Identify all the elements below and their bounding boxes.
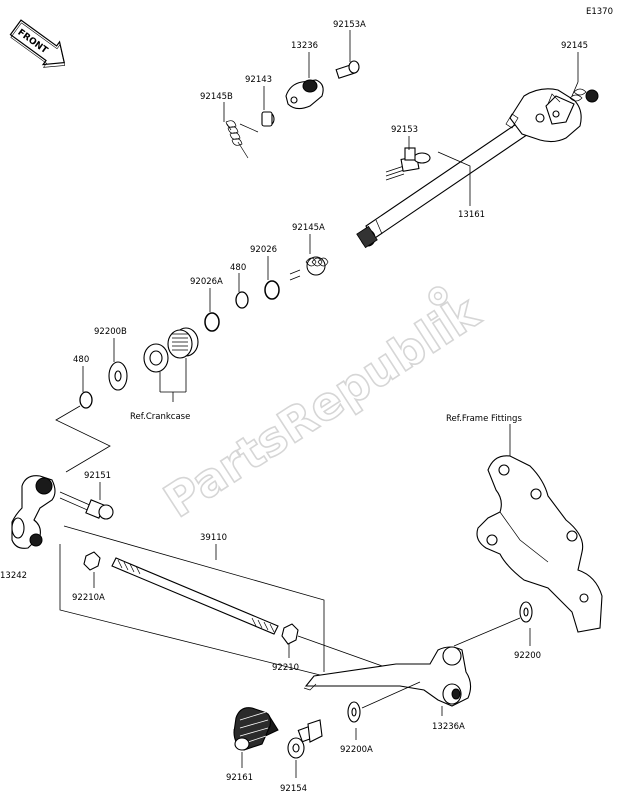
ref-crankcase: Ref.Crankcase bbox=[130, 412, 190, 422]
label-92151: 92151 bbox=[84, 471, 111, 481]
label-92153: 92153 bbox=[391, 125, 418, 135]
nut-92210 bbox=[281, 623, 299, 645]
shift-shaft-13161 bbox=[356, 111, 541, 249]
label-92210: 92210 bbox=[272, 663, 299, 673]
label-92143: 92143 bbox=[245, 75, 272, 85]
oil-seal bbox=[143, 343, 169, 373]
label-92153A: 92153A bbox=[333, 20, 366, 30]
needle-bearing bbox=[167, 327, 199, 359]
label-13242: 13242 bbox=[0, 571, 27, 581]
label-480-lower: 480 bbox=[73, 355, 89, 365]
shift-pedal-13236A bbox=[303, 646, 472, 707]
shift-lever-13242 bbox=[11, 475, 56, 549]
label-92161: 92161 bbox=[226, 773, 253, 783]
collar-92143 bbox=[261, 111, 275, 127]
label-39110: 39110 bbox=[200, 533, 227, 543]
spring-92145B bbox=[225, 120, 259, 159]
washer-92200 bbox=[519, 601, 533, 623]
washer-92026 bbox=[264, 280, 280, 300]
bolt-92151 bbox=[59, 491, 114, 520]
washer-92026A bbox=[204, 312, 220, 332]
label-92145B: 92145B bbox=[200, 92, 233, 102]
tie-rod-39110 bbox=[111, 557, 279, 635]
bolt-92153 bbox=[385, 147, 431, 181]
circlip-480-lower bbox=[79, 391, 93, 409]
washer-92200B bbox=[108, 361, 128, 391]
frame-fittings-bracket bbox=[476, 455, 603, 633]
spring-92145 bbox=[547, 88, 599, 105]
label-92200B: 92200B bbox=[94, 327, 127, 337]
lever-13236 bbox=[285, 79, 324, 110]
pedal-rubber-92161 bbox=[233, 707, 279, 751]
washer-92200A bbox=[347, 701, 361, 723]
watermark-gear-icon bbox=[428, 286, 448, 306]
label-92210A: 92210A bbox=[72, 593, 105, 603]
pivot-bolt-92154 bbox=[287, 719, 323, 759]
nut-92210A bbox=[83, 551, 101, 571]
label-92026: 92026 bbox=[250, 245, 277, 255]
label-92200: 92200 bbox=[514, 651, 541, 661]
front-arrow-icon: FRONT bbox=[9, 19, 66, 68]
label-92145: 92145 bbox=[561, 41, 588, 51]
spring-92145A bbox=[289, 256, 329, 281]
label-480-upper: 480 bbox=[230, 263, 246, 273]
label-13236A: 13236A bbox=[432, 722, 465, 732]
circlip-480-upper bbox=[235, 291, 249, 309]
shaft-arm-head bbox=[505, 88, 582, 143]
label-92026A: 92026A bbox=[190, 277, 223, 287]
label-13236: 13236 bbox=[291, 41, 318, 51]
ref-frame-fittings: Ref.Frame Fittings bbox=[446, 414, 522, 424]
bolt-92153A bbox=[335, 60, 360, 79]
diagram-code: E1370 bbox=[586, 7, 613, 17]
label-92154: 92154 bbox=[280, 784, 307, 794]
label-92145A: 92145A bbox=[292, 223, 325, 233]
label-13161: 13161 bbox=[458, 210, 485, 220]
label-92200A: 92200A bbox=[340, 745, 373, 755]
